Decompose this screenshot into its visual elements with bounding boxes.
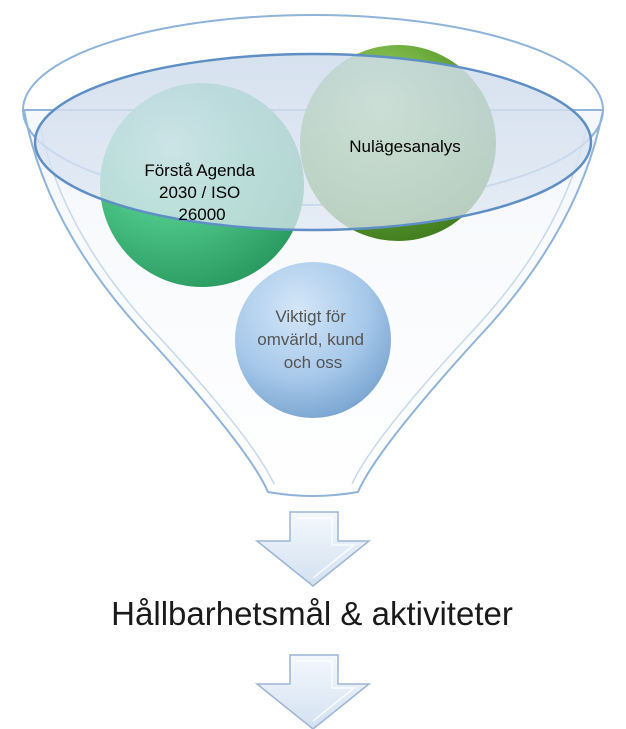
circle-label-viktigt-line2: omvärld, kund [257, 330, 364, 349]
circle-label-forsta-agenda: Förstå Agenda 2030 / ISO 26000 [144, 161, 259, 224]
funnel-inner-edge-right [351, 124, 588, 485]
down-arrow-icon-2 [254, 654, 372, 729]
circle-label-viktigt: Viktigt för omvärld, kund och oss [257, 307, 369, 372]
circle-label-viktigt-line3: och oss [284, 353, 343, 372]
result-label: Hållbarhetsmål & aktiviteter [111, 595, 513, 632]
circle-label-viktigt-line1: Viktigt för [275, 307, 346, 326]
circle-viktigt [235, 262, 391, 418]
funnel-rim-inner-lowerhalf [34, 53, 592, 231]
circle-label-forsta-agenda-line1: Förstå Agenda [144, 161, 255, 180]
funnel-inner-edge [39, 124, 275, 485]
funnel-rim-inner [33, 52, 593, 232]
circle-label-nulagesanalys: Nulägesanalys [349, 137, 461, 156]
down-arrow-icon [254, 511, 372, 587]
circle-label-forsta-agenda-line3: 26000 [178, 205, 225, 224]
circle-label-forsta-agenda-line2: 2030 / ISO [159, 183, 240, 202]
circle-label-nulagesanalys-line1: Nulägesanalys [349, 137, 461, 156]
